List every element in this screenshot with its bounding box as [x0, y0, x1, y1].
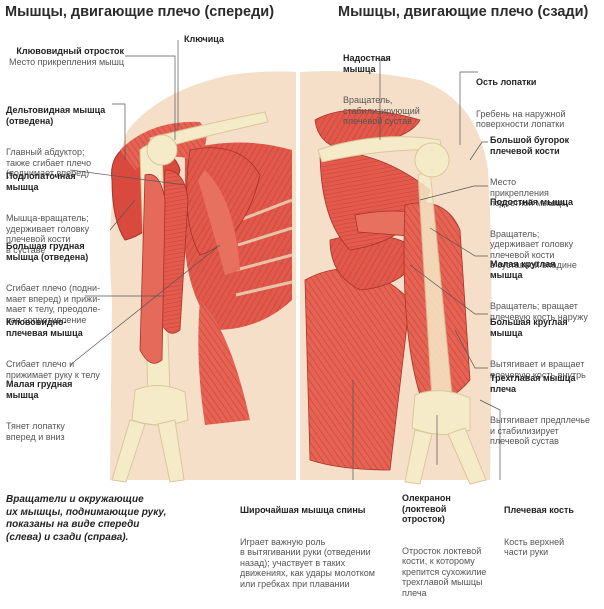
label-infraspinatus: Подостная мышца Вращатель; удерживает го…: [490, 197, 577, 270]
label-olecranon: Олекранон (локтевой отросток) Отросток л…: [402, 493, 487, 598]
figure-caption: Вращатели и окружающие их мышцы, поднима…: [6, 494, 167, 543]
front-elbow: [131, 385, 189, 426]
back-view: [300, 71, 492, 485]
label-latissimus-dorsi: Широчайшая мышца спины Играет важную рол…: [240, 505, 375, 589]
label-supraspinatus: Надостная мышца Вращатель, стабилизирующ…: [343, 53, 420, 126]
label-humerus: Плечевая кость Кость верхней части руки: [504, 505, 574, 557]
back-forearm-bones: [404, 427, 487, 485]
front-latissimus: [198, 300, 250, 425]
label-greater-tubercle: Большой бугорок плечевой кости Место при…: [490, 135, 570, 208]
front-view: [110, 71, 296, 483]
label-pectoralis-minor: Малая грудная мышца Тянет лопатку вперед…: [6, 379, 73, 442]
label-scapular-spine: Ость лопатки Гребень на наружной поверхн…: [476, 77, 566, 129]
label-triceps: Трехглавая мышца плеча Вытягивает предпл…: [490, 373, 590, 446]
front-forearm-bones: [111, 419, 185, 483]
label-deltoid: Дельтовидная мышца (отведена) Главный аб…: [6, 105, 106, 178]
clavicle: [149, 111, 269, 151]
label-coracobrachialis: Клювовидно- плечевая мышца Сгибает плечо…: [6, 317, 100, 380]
label-pectoralis-major: Большая грудная мышца (отведена) Сгибает…: [6, 241, 101, 325]
pectoralis-minor: [198, 170, 240, 275]
front-humeral-head: [146, 134, 178, 166]
front-rib-shading: [235, 198, 293, 297]
front-view-title: Мышцы, двигающие плечо (спереди): [5, 4, 275, 20]
label-coracoid-process: Клювовидный отросток Место прикрепления …: [8, 46, 124, 67]
label-subscapularis: Подлопаточная мышца Мышца-вращатель; уде…: [6, 171, 90, 255]
label-clavicle: Ключица: [184, 34, 224, 44]
shoulder-illustration: [69, 40, 501, 485]
label-teres-major: Большая круглая мышца Вытягивает и враща…: [490, 317, 586, 380]
coracobrachialis: [159, 169, 189, 334]
back-humeral-head: [414, 142, 450, 178]
leader-lines: [69, 40, 501, 480]
back-view-title: Мышцы, двигающие плечо (сзади): [338, 4, 589, 20]
olecranon: [411, 390, 471, 435]
label-teres-minor: Малая круглая мышца Вращатель; вращает п…: [490, 259, 588, 322]
supraspinatus: [314, 109, 421, 151]
biceps-front: [139, 173, 166, 364]
